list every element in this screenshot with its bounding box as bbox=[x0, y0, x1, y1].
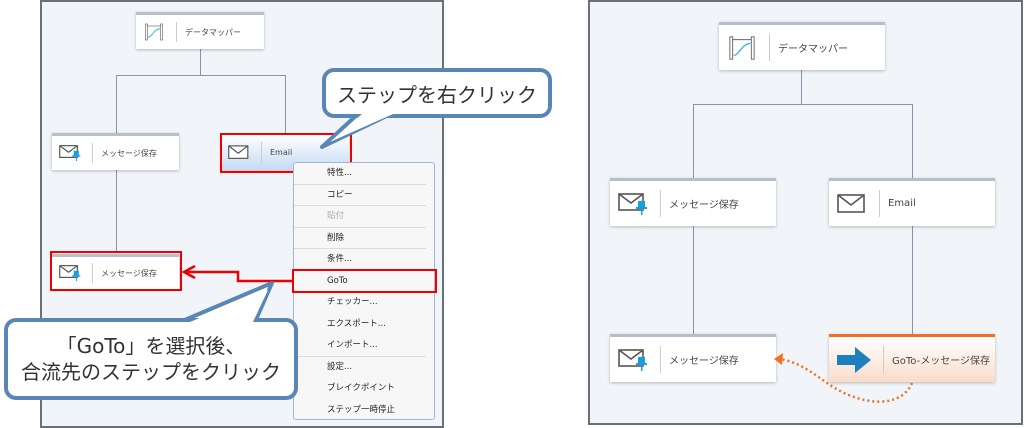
menu-item-breakpoint[interactable]: ブレイクポイント bbox=[327, 383, 395, 393]
connector bbox=[912, 104, 913, 178]
step-message-save-target[interactable]: メッセージ保存 bbox=[52, 254, 179, 289]
menu-item-import[interactable]: インポート... bbox=[294, 335, 426, 357]
menu-item-copy[interactable]: コピー bbox=[294, 185, 426, 206]
goto-link-dotted-arrow bbox=[774, 353, 914, 403]
connector bbox=[801, 70, 802, 104]
connector bbox=[116, 75, 285, 76]
highlight-goto bbox=[292, 269, 437, 293]
menu-item-checker[interactable]: チェッカー... bbox=[327, 297, 378, 307]
step-data-mapper[interactable]: データマッパー bbox=[719, 22, 885, 70]
menu-item-properties[interactable]: 特性... bbox=[294, 163, 426, 185]
menu-item-export[interactable]: エクスポート... bbox=[327, 318, 386, 329]
menu-item-paste: 貼付 bbox=[294, 206, 426, 228]
menu-item-condition[interactable]: 条件... bbox=[327, 254, 353, 264]
highlight-email bbox=[220, 133, 352, 173]
menu-item-pause-step[interactable]: ステップ一時停止 bbox=[327, 404, 396, 415]
connector bbox=[693, 104, 912, 105]
connector bbox=[693, 226, 694, 334]
step-data-mapper[interactable]: データマッパー bbox=[136, 12, 264, 49]
step-goto[interactable]: GoTo-メッセージ保存 bbox=[829, 334, 995, 382]
callout-goto-instruction: 「GoTo」を選択後、 合流先のステップをクリック bbox=[4, 318, 298, 400]
connector bbox=[285, 75, 286, 133]
step-message-save[interactable]: メッセージ保存 bbox=[610, 178, 776, 226]
connector bbox=[116, 170, 117, 252]
step-email[interactable]: Email bbox=[829, 178, 995, 226]
connector bbox=[200, 49, 201, 75]
step-message-save[interactable]: メッセージ保存 bbox=[52, 133, 179, 170]
highlight-target bbox=[50, 251, 182, 291]
menu-item-goto[interactable]: GoTo bbox=[327, 275, 348, 286]
connector bbox=[693, 104, 694, 178]
connector bbox=[116, 75, 117, 133]
connector bbox=[912, 226, 913, 334]
menu-item-delete[interactable]: 削除 bbox=[294, 228, 426, 249]
callout-right-click: ステップを右クリック bbox=[322, 68, 552, 118]
step-message-save-target[interactable]: メッセージ保存 bbox=[610, 334, 776, 382]
menu-item-settings[interactable]: 設定... bbox=[327, 361, 353, 372]
right-arrow-icon bbox=[829, 346, 879, 374]
